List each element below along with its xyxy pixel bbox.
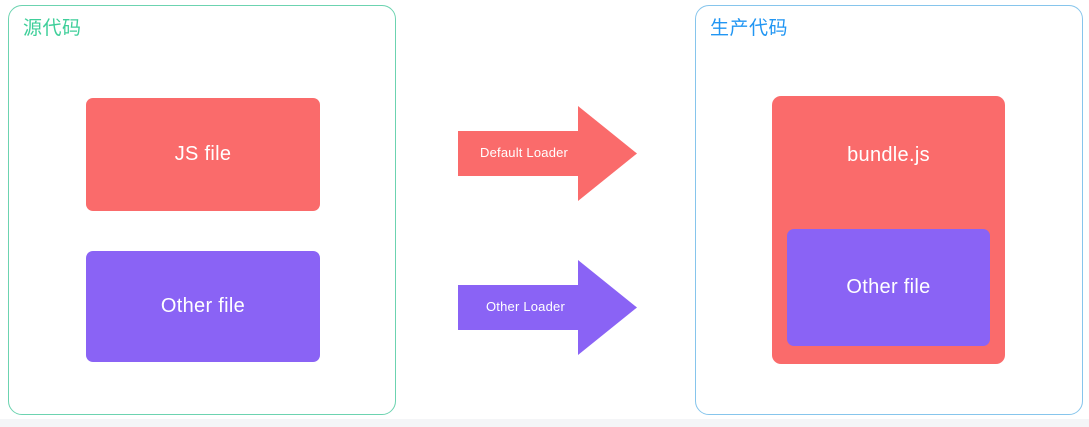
other-file-box: Other file: [86, 251, 320, 362]
bundled-other-file-box: Other file: [787, 229, 990, 346]
arrow-right-icon: [458, 260, 637, 355]
source-code-panel-title: 源代码: [23, 18, 82, 39]
default-loader-arrow: Default Loader: [458, 105, 638, 202]
bundle-box-label: bundle.js: [847, 143, 930, 166]
page-bottom-strip: [0, 419, 1089, 427]
js-file-box-label: JS file: [174, 143, 232, 165]
other-loader-arrow: Other Loader: [458, 259, 638, 356]
js-file-box: JS file: [86, 98, 320, 211]
other-file-box-label: Other file: [160, 295, 246, 317]
bundle-box: bundle.js Other file: [772, 96, 1005, 364]
production-code-panel-title: 生产代码: [710, 18, 789, 39]
bundled-other-file-box-label: Other file: [846, 276, 931, 298]
arrow-right-icon: [458, 106, 637, 201]
